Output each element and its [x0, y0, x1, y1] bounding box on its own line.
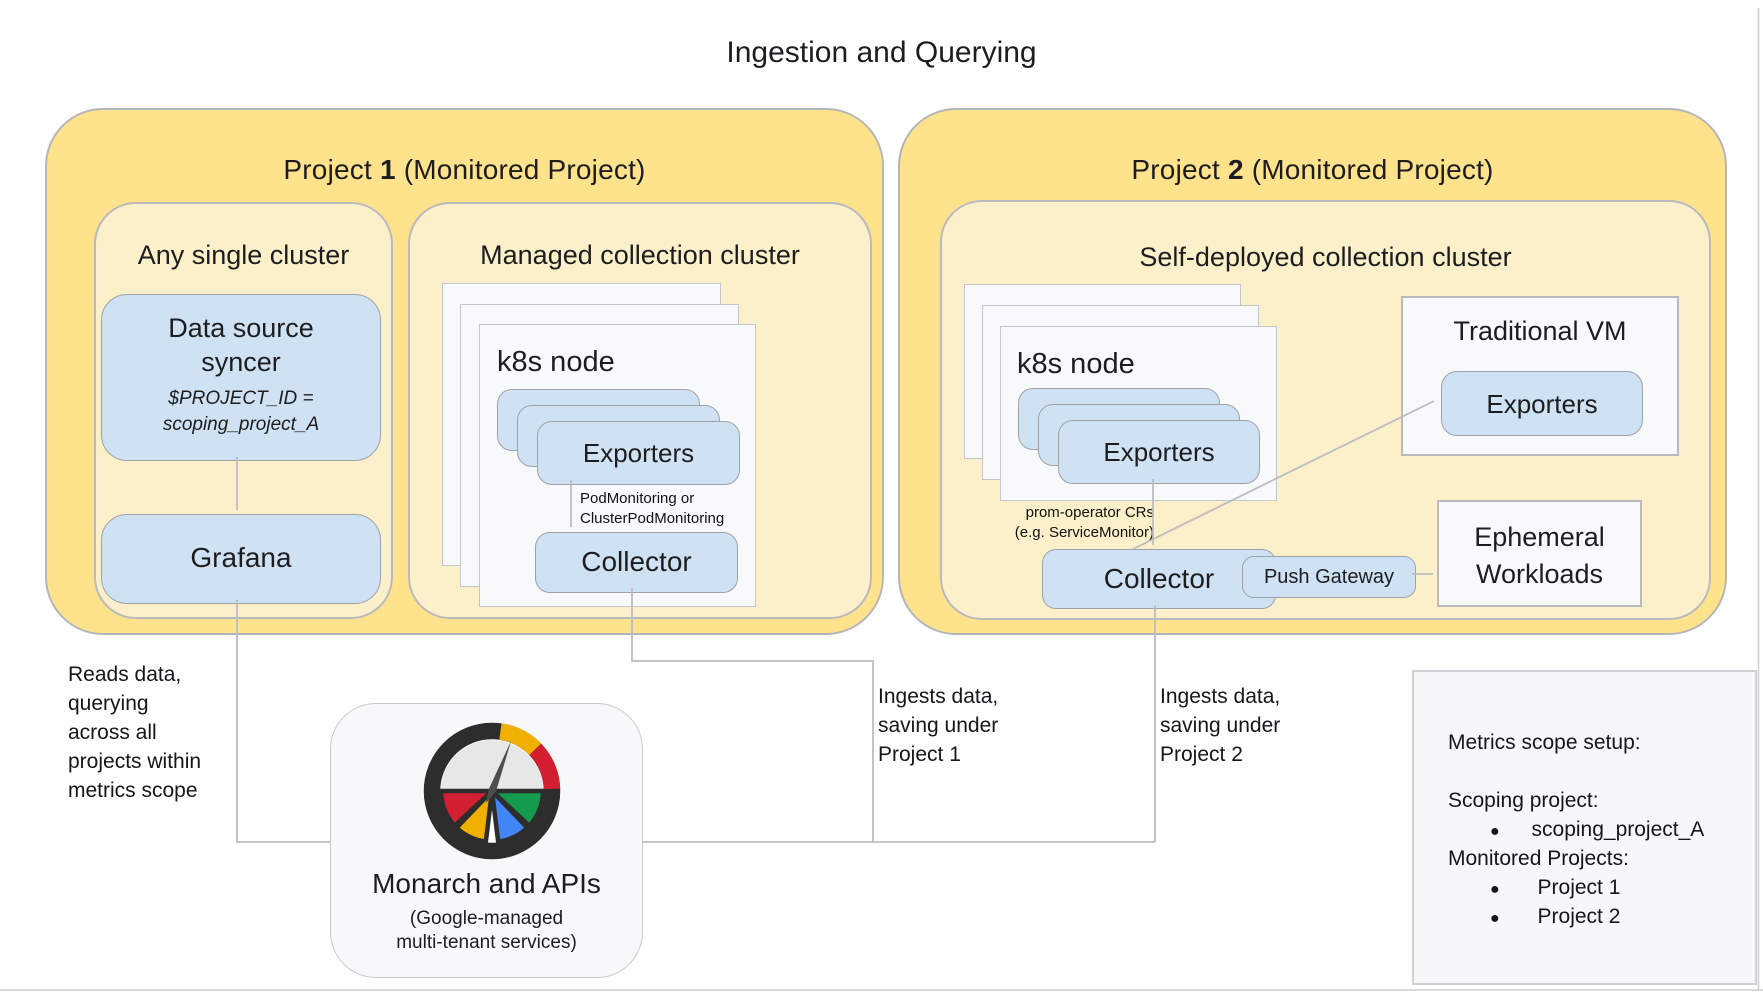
project2-header-number: 2	[1227, 154, 1244, 185]
ingests-project2-label: Ingests data, saving under Project 2	[1160, 682, 1280, 769]
bullet-icon: ●	[1490, 910, 1500, 927]
exporters-box-front: Exporters	[537, 421, 740, 485]
reads-line4: projects within	[68, 750, 202, 773]
push-gateway-box: Push Gateway	[1242, 556, 1416, 598]
monitoring-gauge-icon	[423, 722, 561, 860]
ephemeral-workloads-box: Ephemeral Workloads	[1437, 500, 1642, 607]
self-deployed-cluster-box: Self-deployed collection cluster k8s nod…	[940, 200, 1711, 620]
any-single-cluster-title: Any single cluster	[137, 240, 350, 270]
podmonitoring-note: PodMonitoring or ClusterPodMonitoring	[580, 489, 724, 529]
project1-header-prefix: Project	[283, 154, 380, 185]
prom-operator-note-line1: prom-operator CRs	[1025, 504, 1154, 521]
push-gateway-label: Push Gateway	[1263, 566, 1395, 588]
k8s-node2-label: k8s node	[1017, 348, 1135, 380]
vm-exporters-box: Exporters	[1441, 371, 1643, 436]
monarch-subtitle: (Google-managed multi-tenant services)	[331, 907, 642, 955]
ingests2-line2: saving under	[1160, 714, 1281, 737]
ephemeral-line1: Ephemeral	[1474, 522, 1605, 552]
podmonitoring-note-line2: ClusterPodMonitoring	[580, 510, 725, 527]
collector1-box: Collector	[535, 532, 738, 593]
scoping-project-item: ● scoping_project_A	[1490, 815, 1704, 846]
k8s-node-label: k8s node	[497, 346, 615, 378]
reads-line1: Reads data,	[68, 663, 182, 686]
traditional-vm-title: Traditional VM	[1453, 316, 1627, 346]
data-source-syncer-note1: $PROJECT_ID =	[168, 388, 314, 409]
project1-header: Project 1 (Monitored Project)	[47, 154, 882, 186]
ingests-project1-label: Ingests data, saving under Project 1	[878, 682, 998, 769]
reads-line5: metrics scope	[68, 779, 198, 802]
prom-operator-note-line2: (e.g. ServiceMonitor)	[1014, 524, 1154, 541]
ephemeral-workloads-label: Ephemeral Workloads	[1439, 519, 1640, 593]
reads-line3: across all	[68, 721, 157, 744]
ephemeral-line2: Workloads	[1475, 559, 1604, 589]
any-single-cluster-box: Any single cluster Data source syncer $P…	[94, 202, 393, 619]
exporters2-box-front: Exporters	[1058, 420, 1260, 484]
monitored-projects-label: Monitored Projects:	[1448, 847, 1629, 870]
monarch-subtitle-line1: (Google-managed	[409, 908, 564, 929]
ingests1-line2: saving under	[878, 714, 999, 737]
metrics-scope-title: Metrics scope setup:	[1448, 731, 1641, 754]
monarch-title: Monarch and APIs	[372, 868, 601, 899]
reads-data-label: Reads data, querying across all projects…	[68, 660, 201, 805]
grafana-label: Grafana	[190, 542, 292, 573]
scoping-project-item-text: scoping_project_A	[1531, 818, 1705, 841]
data-source-syncer-line1: Data source	[168, 313, 314, 343]
page-title: Ingestion and Querying	[726, 36, 1037, 69]
monitored-project-item1-text: Project 1	[1537, 876, 1621, 899]
monitored-project-item2-text: Project 2	[1537, 905, 1621, 928]
managed-cluster-box: Managed collection cluster k8s node Expo…	[408, 202, 872, 619]
project1-header-number: 1	[379, 154, 396, 185]
data-source-syncer-line2: syncer	[201, 347, 281, 377]
collector2-box: Collector	[1042, 549, 1276, 609]
traditional-vm-box: Traditional VM Exporters	[1401, 296, 1679, 456]
project2-box: Project 2 (Monitored Project) Self-deplo…	[898, 108, 1727, 635]
ingests1-line3: Project 1	[878, 743, 961, 766]
vm-exporters-label: Exporters	[1486, 389, 1598, 419]
project1-box: Project 1 (Monitored Project) Any single…	[45, 108, 884, 635]
collector2-label: Collector	[1103, 563, 1215, 594]
monitored-project-item1: ● Project 1	[1490, 873, 1620, 904]
bullet-icon: ●	[1490, 881, 1500, 898]
ingests2-line1: Ingests data,	[1160, 685, 1281, 708]
bullet-icon: ●	[1490, 823, 1500, 840]
monitored-project-item2: ● Project 2	[1490, 902, 1620, 933]
data-source-syncer-note2: scoping_project_A	[162, 414, 320, 435]
k8s-node2-card-front: k8s node Exporters	[1000, 326, 1277, 501]
exporters-label: Exporters	[582, 438, 695, 468]
project2-header: Project 2 (Monitored Project)	[900, 154, 1725, 186]
monarch-subtitle-line2: multi-tenant services)	[396, 932, 577, 953]
data-source-syncer-box: Data source syncer $PROJECT_ID = scoping…	[101, 294, 381, 461]
reads-line2: querying	[68, 692, 149, 715]
monarch-box: Monarch and APIs (Google-managed multi-t…	[330, 703, 643, 978]
podmonitoring-note-line1: PodMonitoring or	[580, 490, 695, 507]
ingests1-line1: Ingests data,	[878, 685, 999, 708]
grafana-box: Grafana	[101, 514, 381, 604]
connector-grafana-to-monarch	[236, 600, 330, 843]
managed-cluster-title: Managed collection cluster	[480, 240, 800, 270]
prom-operator-note: prom-operator CRs (e.g. ServiceMonitor)	[974, 503, 1154, 543]
k8s-node-card-front: k8s node Exporters PodMonitoring or Clus…	[479, 324, 756, 607]
collector1-label: Collector	[581, 546, 692, 577]
exporters2-label: Exporters	[1103, 437, 1215, 467]
project2-header-prefix: Project	[1131, 154, 1228, 185]
self-deployed-cluster-title: Self-deployed collection cluster	[1139, 242, 1512, 272]
scoping-project-label: Scoping project:	[1448, 789, 1599, 812]
project1-header-suffix: (Monitored Project)	[395, 154, 646, 185]
ingests2-line3: Project 2	[1160, 743, 1243, 766]
project2-header-suffix: (Monitored Project)	[1243, 154, 1494, 185]
metrics-scope-box: Metrics scope setup: Scoping project: ● …	[1412, 670, 1757, 985]
